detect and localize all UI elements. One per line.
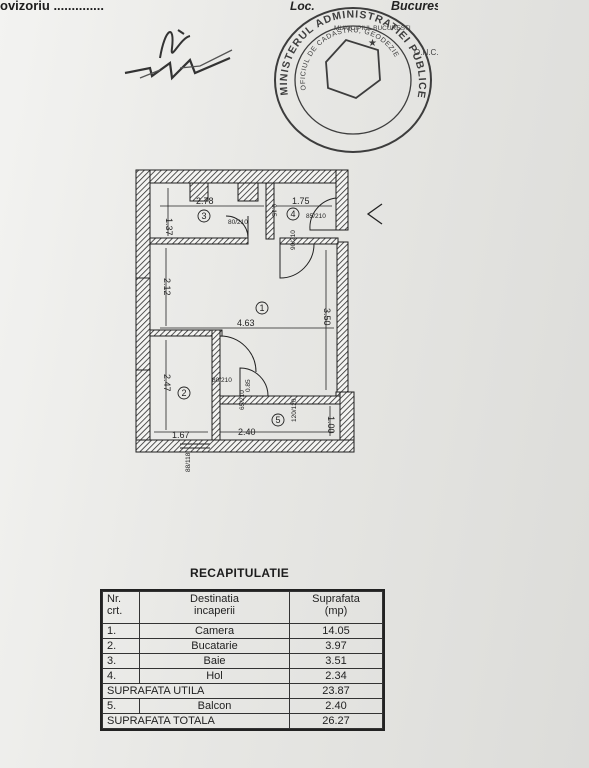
location-prefix: Loc. [290,0,315,13]
utila-value: 23.87 [289,683,383,699]
table-row: 1. Camera 14.05 [102,623,383,639]
walls [135,169,355,453]
table-row: 4. Hol 2.34 [102,668,383,684]
stamp-side-text: O.N.C.G.C. [414,48,438,57]
stamp-city-text: MUNICIPIUL BUCURESTI [334,25,411,32]
window-label: 88/118 [185,452,192,472]
location-city: Bucuresti [391,0,438,13]
row-nr: 4. [102,668,140,684]
dim-room4-width: 1.75 [292,196,310,206]
row-nr: 1. [102,623,140,639]
dim-small-height: 0.85 [245,379,252,392]
dim-room3-width: 2.78 [196,196,214,206]
recap-title: RECAPITULATIE [190,566,290,580]
table-row: 3. Baie 3.51 [102,653,383,669]
row-area: 3.51 [289,653,383,669]
row-name: Baie [139,653,290,669]
official-stamp: MINISTERUL ADMINISTRATIEI PUBLICE OFICIU… [274,0,438,153]
dim-balcony-width: 2.40 [238,427,256,437]
row-nr: 5. [102,698,140,714]
utila-row: SUPRAFATA UTILA 23.87 [102,683,383,699]
row-area: 3.97 [289,638,383,654]
dim-balcony-depth: 1.00 [326,416,336,434]
header-left-text: ovizoriu .............. [0,0,105,13]
row-name: Camera [139,623,290,639]
stamp-inner-text: OFICIUL DE CADASTRU, GEODEZIE [300,27,399,91]
dim-015: 0.15 [270,204,277,217]
floor-plan: 2.78 1.75 4.63 2.40 1.67 1.37 2.12 2.47 … [135,169,383,472]
door-label-small: 65/210 [239,390,246,410]
utila-label: SUPRAFATA UTILA [102,683,290,699]
row-area: 14.05 [289,623,383,639]
room-number-3: 3 [201,211,206,221]
door-swings [219,197,340,397]
totala-value: 26.27 [289,713,383,729]
row-name: Bucatarie [139,638,290,654]
row-nr: 2. [102,638,140,654]
window-marks [136,277,210,449]
dim-room1-width: 4.63 [237,318,255,328]
door-label-kitchen: 80/210 [212,377,232,384]
row-nr: 3. [102,653,140,669]
room-number-1: 1 [259,303,264,313]
entry-arrow-icon [366,203,383,225]
header-nr: Nr.crt. [102,591,140,624]
dim-room1-height: 3.50 [322,308,332,326]
room-number-4: 4 [290,209,295,219]
table-row: 5. Balcon 2.40 [102,698,383,714]
row-area: 2.34 [289,668,383,684]
svg-text:OFICIUL DE CADASTRU, GEODEZIE: OFICIUL DE CADASTRU, GEODEZIE [300,27,400,91]
row-area: 2.40 [289,698,383,714]
door-label-hol: 90/210 [290,230,297,250]
totala-label: SUPRAFATA TOTALA [102,713,290,729]
row-name: Hol [139,668,290,684]
room-number-5: 5 [275,415,280,425]
table-row: 2. Bucatarie 3.97 [102,638,383,654]
dim-top-height: 1.37 [164,218,174,236]
header-suprafata: Suprafata(mp) [289,591,383,624]
dim-left-upper-height: 2.12 [162,278,172,296]
door-label-entry: 85/210 [306,213,326,220]
room-number-2: 2 [181,388,186,398]
row-name: Balcon [139,698,290,714]
dim-left-lower-height: 2.47 [162,374,172,392]
signature [124,29,233,81]
door-label-balcony: 120/120 [291,398,298,422]
door-label-bath: 80/210 [228,219,248,226]
svg-text:★: ★ [368,38,377,49]
totala-row: SUPRAFATA TOTALA 26.27 [102,713,383,729]
dim-room2-width: 1.67 [172,430,190,440]
